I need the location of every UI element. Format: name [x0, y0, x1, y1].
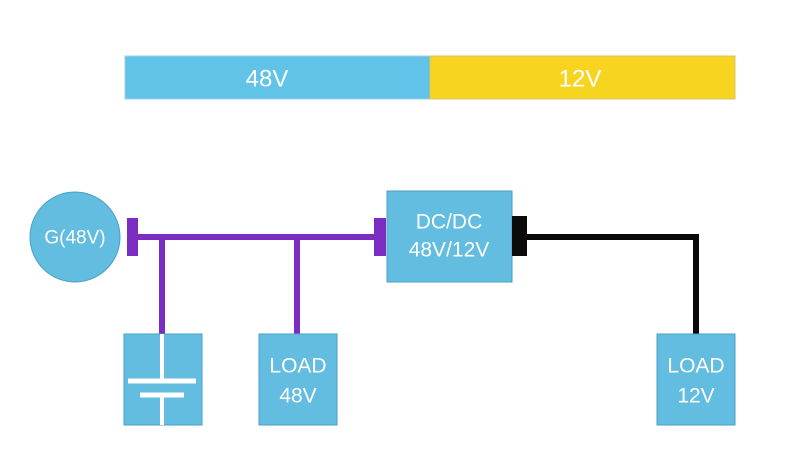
voltage-bar-48v-segment [124, 55, 431, 100]
converter-label-line1: DC/DC [416, 211, 483, 234]
voltage-bar: 48V 12V [124, 55, 736, 100]
bus-12v [525, 234, 699, 334]
bus-12v-line [525, 234, 699, 334]
converter-output-terminal [512, 216, 527, 256]
bus-48v [136, 234, 375, 334]
voltage-bar-48v-label: 48V [246, 66, 289, 93]
generator: G(48V) [29, 191, 121, 283]
generator-label: G(48V) [44, 228, 105, 249]
converter-input-terminal [374, 218, 386, 256]
load-48v-label-line1: LOAD [269, 355, 326, 378]
voltage-bar-12v-segment [429, 55, 736, 100]
converter-box [386, 190, 513, 283]
battery-icon [128, 334, 196, 425]
load-48v-box [258, 333, 338, 426]
load-48v-label-line2: 48V [279, 385, 316, 408]
voltage-bar-12v-label: 12V [559, 66, 602, 93]
load-12v-label-line1: LOAD [667, 355, 724, 378]
load-12v: LOAD 12V [656, 333, 736, 426]
load-48v: LOAD 48V [258, 333, 338, 426]
load-12v-label-line2: 12V [677, 385, 714, 408]
load-12v-box [656, 333, 736, 426]
generator-circle [29, 191, 121, 283]
converter-label-line2: 48V/12V [409, 239, 490, 262]
battery [123, 333, 203, 426]
generator-terminal [127, 218, 138, 256]
dcdc-converter: DC/DC 48V/12V [386, 190, 513, 283]
